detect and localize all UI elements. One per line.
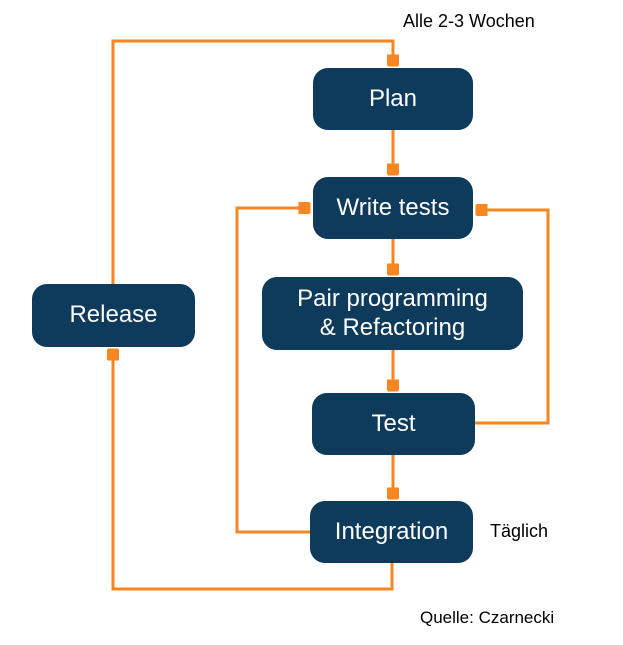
annotation-daily: Täglich	[490, 521, 549, 541]
node-pair-programming: Pair programming & Refactoring	[262, 277, 523, 350]
arrow-integration-to-write-tests	[235, 208, 310, 534]
node-test: Test	[312, 393, 475, 455]
node-integration: Integration	[310, 501, 473, 563]
node-write-tests: Write tests	[313, 177, 473, 239]
annotation-source: Quelle: Czarnecki	[420, 608, 555, 627]
node-plan: Plan	[313, 68, 473, 130]
annotation-iteration-interval: Alle 2-3 Wochen	[403, 11, 535, 31]
node-release: Release	[32, 284, 195, 347]
